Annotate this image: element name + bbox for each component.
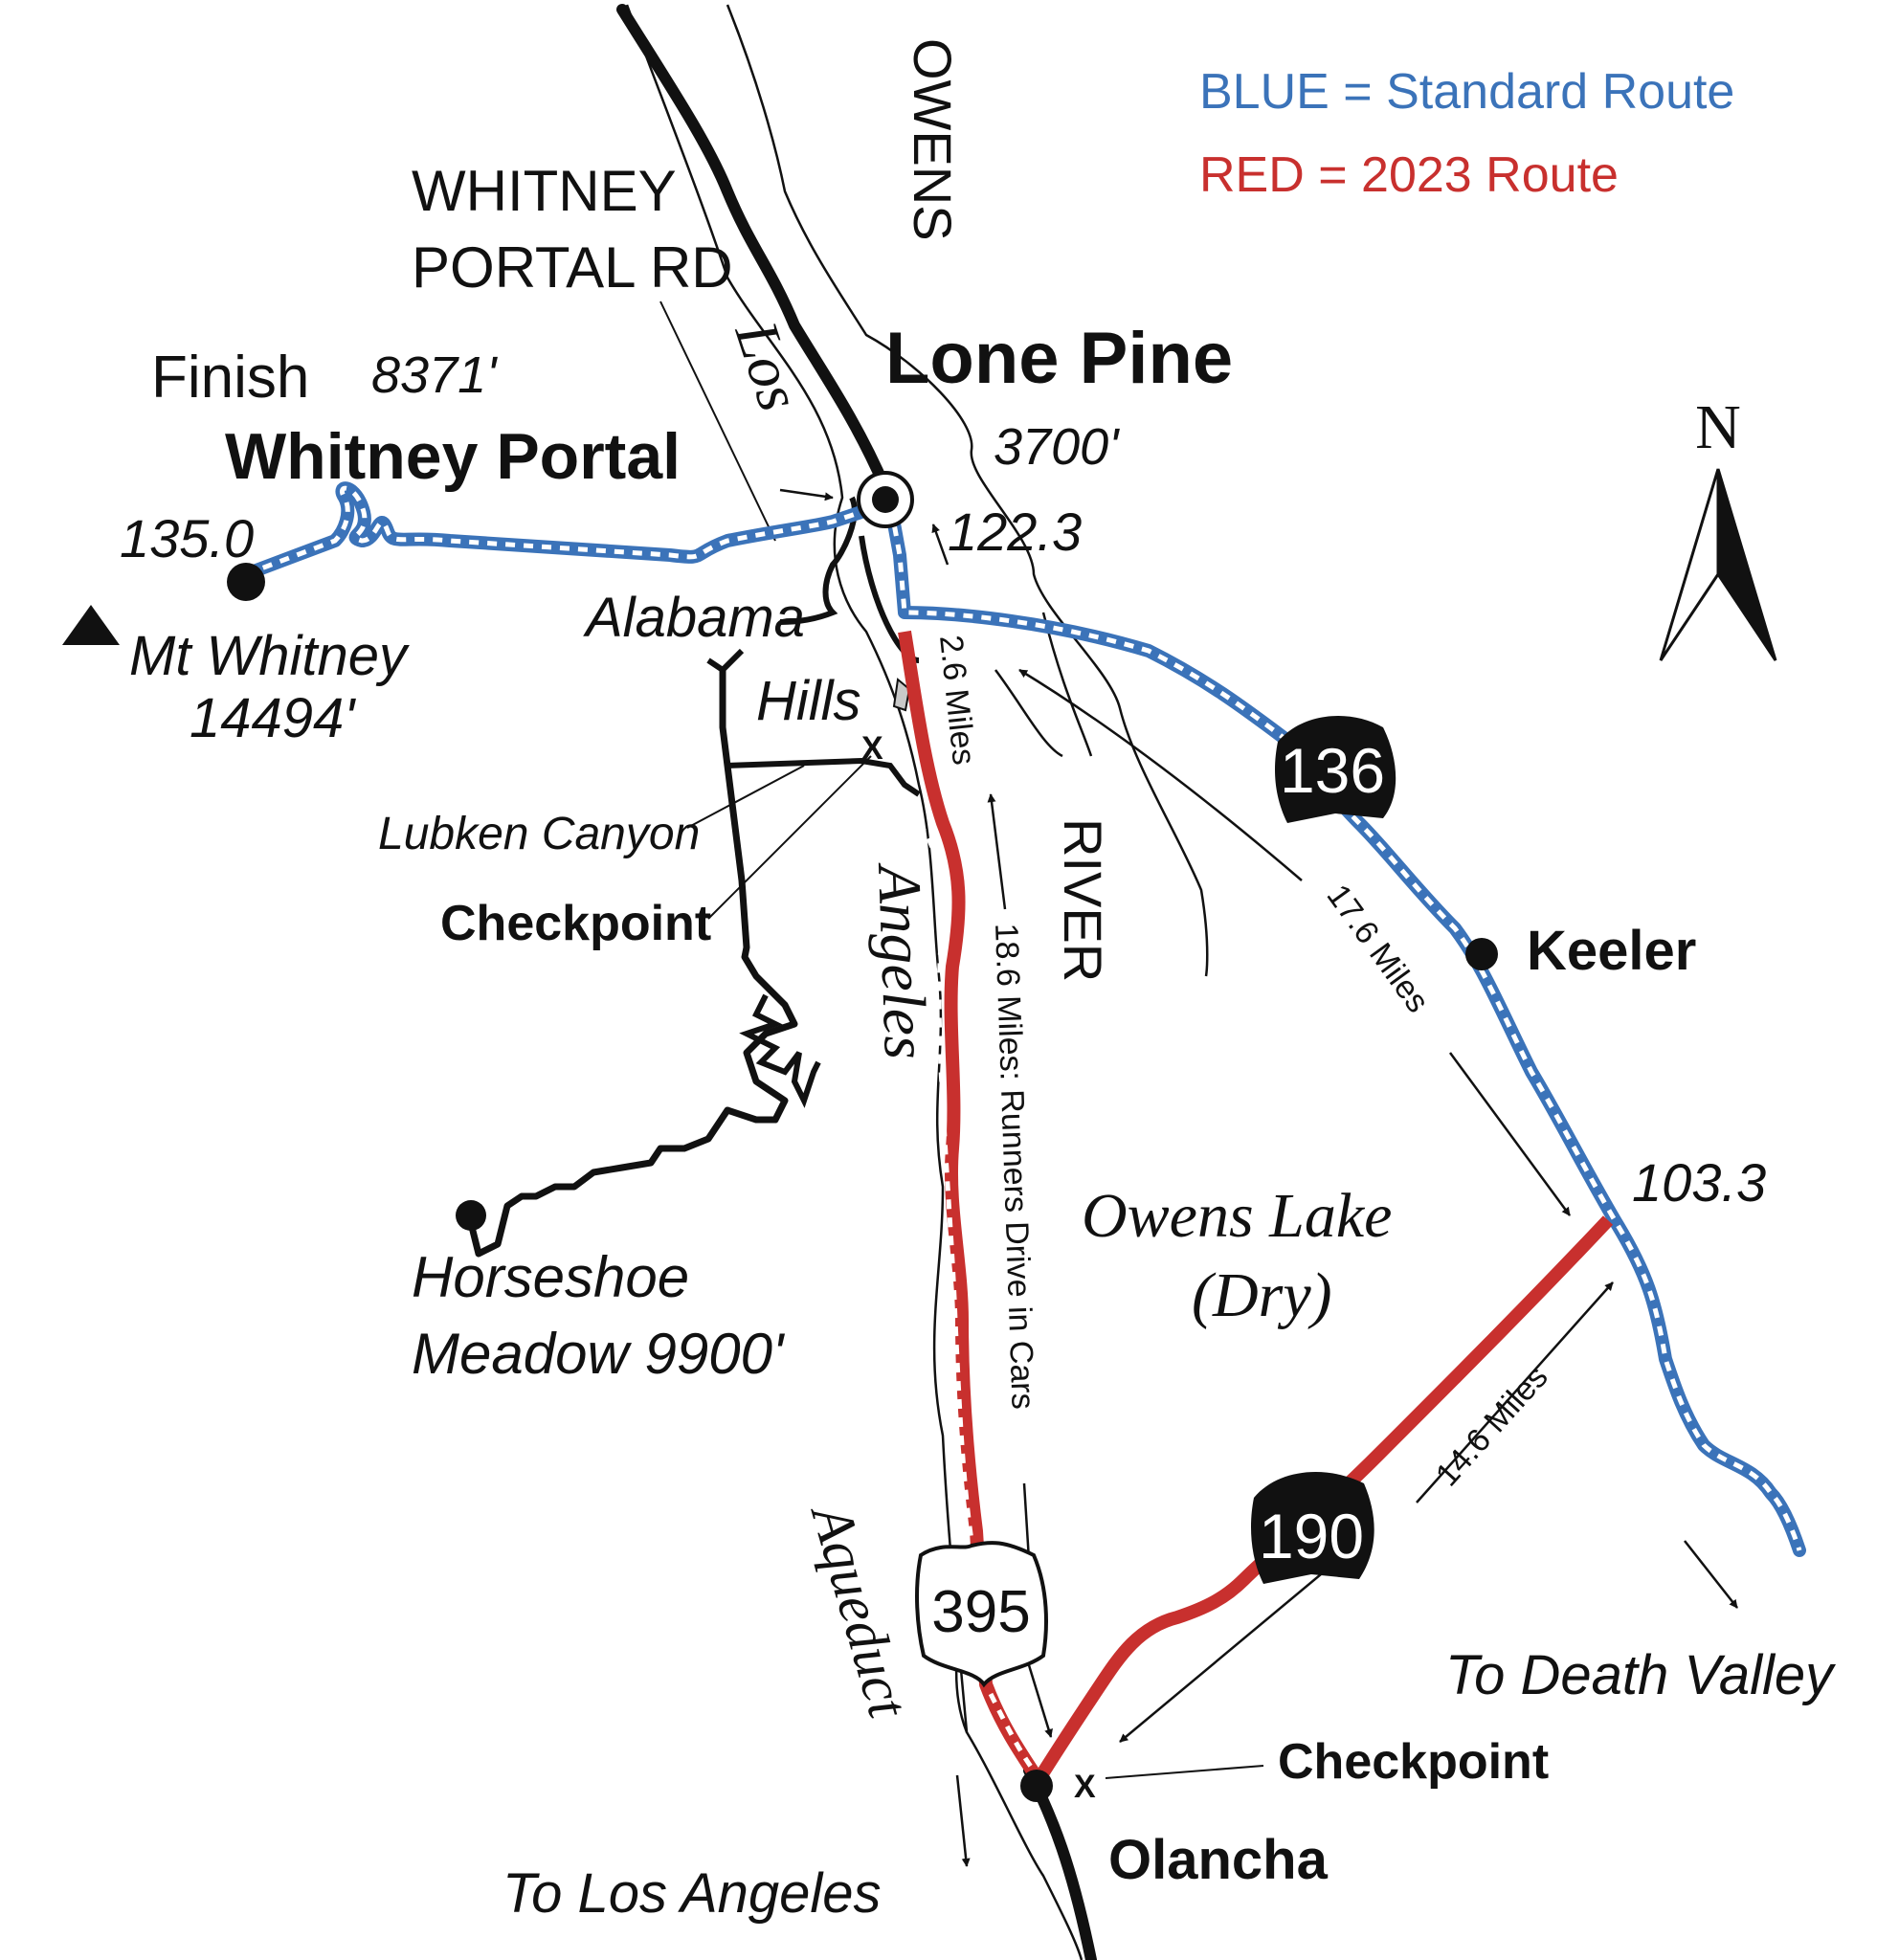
whitney-portal-label: Whitney Portal xyxy=(225,420,681,493)
north-label: N xyxy=(1695,392,1741,462)
lone-pine-label: Lone Pine xyxy=(885,318,1233,399)
lone-pine-elevation: 3700' xyxy=(994,418,1120,476)
standard-route-blue xyxy=(239,481,1806,1557)
keeler-marker xyxy=(1465,938,1498,970)
horseshoe-meadow-road xyxy=(460,670,798,1258)
to-death-valley-label: To Death Valley xyxy=(1445,1644,1836,1706)
hills-label: Hills xyxy=(756,670,861,732)
whitney-portal-marker xyxy=(227,563,265,601)
owens-lake-dry-label: (Dry) xyxy=(1192,1260,1332,1330)
shield-190-label: 190 xyxy=(1259,1501,1364,1571)
lubken-road xyxy=(726,757,921,797)
horseshoe-label-1: Horseshoe xyxy=(412,1245,689,1309)
distance-18-6: 18.6 Miles: Runners Drive in Cars xyxy=(988,923,1041,1410)
north-arrow-right-icon xyxy=(1716,468,1777,661)
checkpoint-north-label: Checkpoint xyxy=(440,896,711,951)
road-junction-spur xyxy=(706,648,745,673)
legend-blue: BLUE = Standard Route xyxy=(1199,64,1734,120)
lone-pine-marker xyxy=(872,486,899,513)
shield-190: 190 xyxy=(1251,1472,1374,1584)
mt-whitney-label: Mt Whitney xyxy=(129,625,410,687)
north-arrow-left-icon xyxy=(1659,468,1720,661)
mile-122-label: 122.3 xyxy=(948,501,1082,562)
aqueduct-label: Aqueduct xyxy=(798,1495,920,1726)
checkpoint-south-label: Checkpoint xyxy=(1278,1734,1549,1790)
olancha-label: Olancha xyxy=(1108,1829,1329,1891)
horseshoe-label-2: Meadow 9900' xyxy=(412,1322,786,1386)
checkpoint-south-mark: X xyxy=(1074,1769,1096,1805)
label-leaders xyxy=(686,755,1264,1779)
horseshoe-switchback xyxy=(739,993,821,1108)
hills-feature xyxy=(892,678,911,712)
river-label: RIVER xyxy=(1053,818,1113,982)
checkpoint-north-mark: X xyxy=(861,730,883,767)
shield-395-label: 395 xyxy=(931,1579,1030,1645)
angeles-label: Angeles xyxy=(865,860,940,1060)
finish-label: Finish xyxy=(151,345,309,411)
alabama-label: Alabama xyxy=(583,587,805,649)
to-los-angeles-label: To Los Angeles xyxy=(503,1862,882,1925)
shield-395: 395 xyxy=(915,1541,1048,1688)
portal-elevation: 8371' xyxy=(371,346,498,404)
lubken-canyon-label: Lubken Canyon xyxy=(378,809,700,859)
shield-136-label: 136 xyxy=(1280,735,1385,806)
whitney-portal-rd-label-1: WHITNEY xyxy=(412,159,677,223)
olancha-marker xyxy=(1020,1770,1053,1802)
mile-103-label: 103.3 xyxy=(1632,1152,1766,1213)
distance-2-6: 2.6 Miles xyxy=(932,634,982,767)
owens-river-label-top: OWENS xyxy=(903,38,963,241)
mile-135-label: 135.0 xyxy=(120,508,254,568)
mt-whitney-elevation: 14494' xyxy=(190,687,356,749)
alabama-hills-road xyxy=(779,496,858,625)
owens-lake-label: Owens Lake xyxy=(1082,1181,1392,1251)
keeler-label: Keeler xyxy=(1527,920,1696,982)
legend-red: RED = 2023 Route xyxy=(1199,147,1619,203)
whitney-portal-rd-label-2: PORTAL RD xyxy=(412,235,733,300)
road-label-leader xyxy=(659,301,776,542)
shield-136: 136 xyxy=(1275,716,1396,823)
north-arrow: N xyxy=(1659,392,1777,661)
owens-river xyxy=(726,4,1209,977)
distance-arrows xyxy=(779,488,1738,1867)
route-2023-red xyxy=(898,630,1614,1784)
mt-whitney-peak-icon xyxy=(62,605,120,645)
horseshoe-meadow-marker xyxy=(456,1200,486,1231)
us-395-road xyxy=(616,4,891,494)
